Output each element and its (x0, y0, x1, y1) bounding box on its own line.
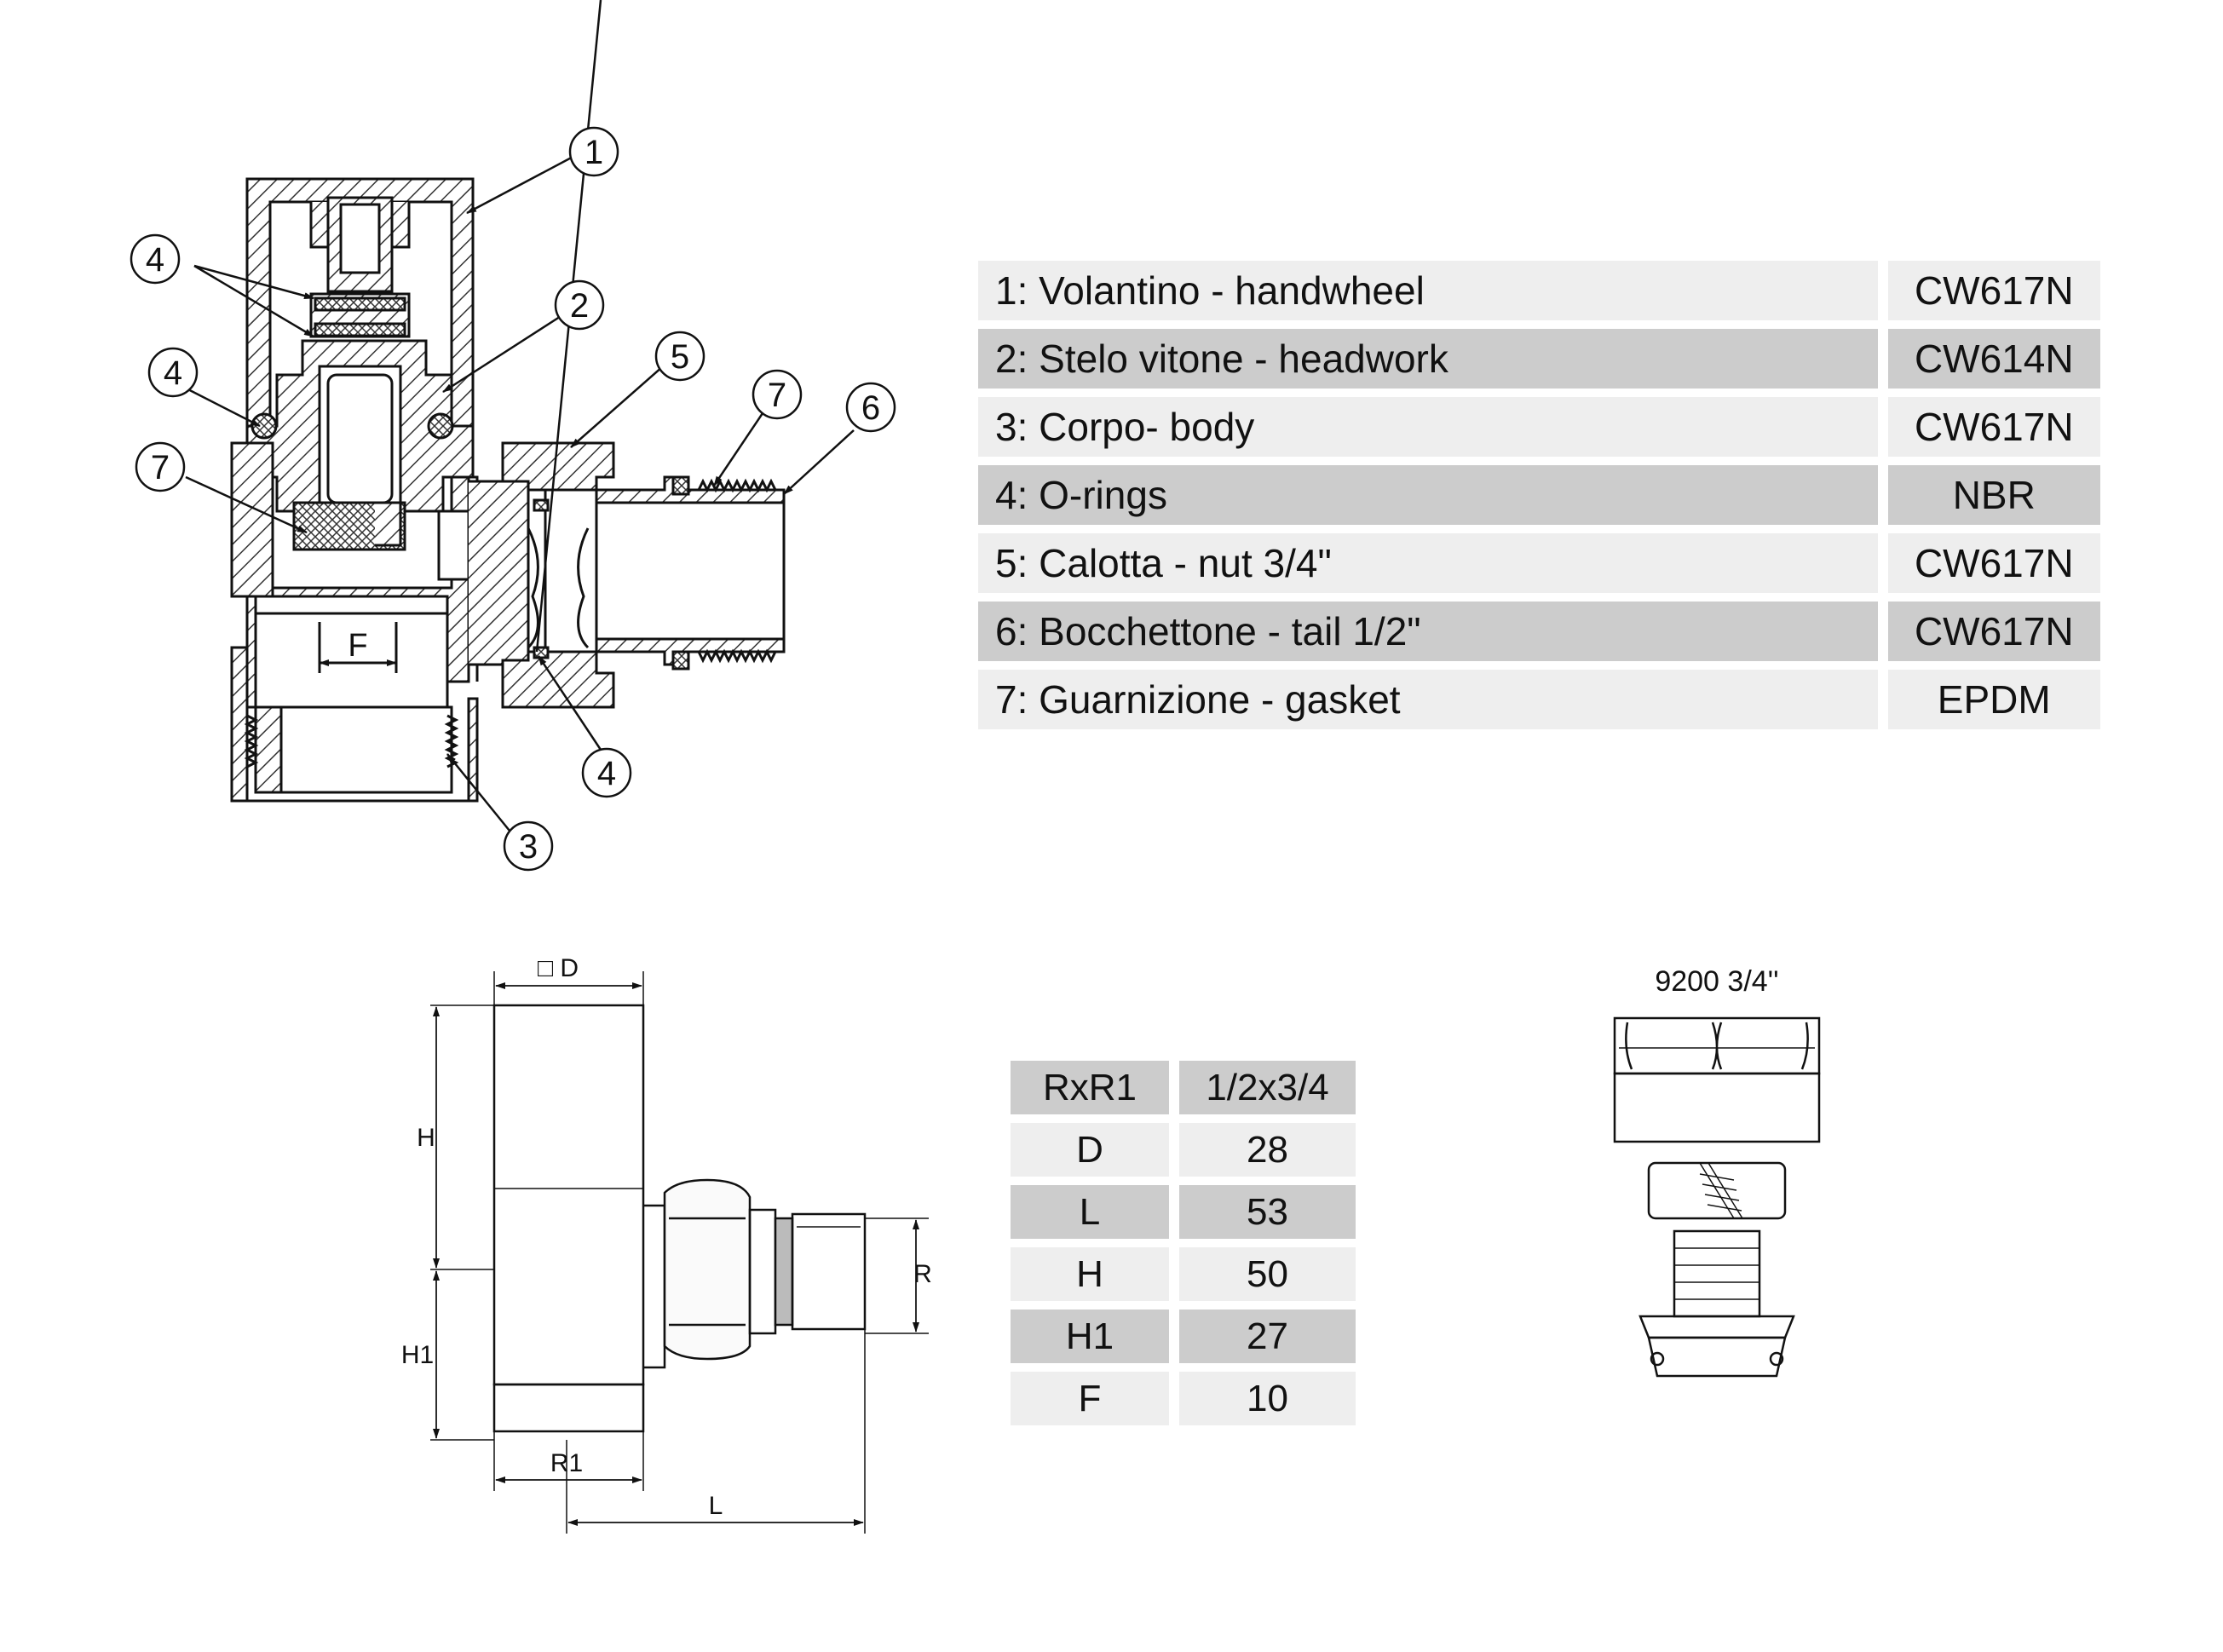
part-material: CW617N (1887, 533, 2100, 602)
tail-section (595, 475, 786, 671)
body-section (230, 441, 530, 803)
dimension-value: 27 (1179, 1310, 1356, 1372)
dim-r-label: R (913, 1260, 932, 1288)
dim-d-label: □ D (538, 954, 579, 982)
dimension-f-marker (318, 622, 398, 673)
dimension-key: RxR1 (1011, 1061, 1179, 1123)
parts-table: 1: Volantino - handwheel CW617N 2: Stelo… (978, 261, 2100, 738)
callout-circles (130, 126, 896, 872)
part-name: 6: Bocchettone - tail 1/2" (978, 602, 1888, 670)
part-material: CW617N (1887, 602, 2100, 670)
callout-7-left: 7 (151, 449, 170, 486)
dimension-row-h1: H1 27 (1011, 1310, 1356, 1372)
callout-6: 6 (861, 389, 880, 427)
dimension-key: H (1011, 1247, 1179, 1310)
dim-h1-label: H1 (401, 1341, 434, 1369)
part-name: 2: Stelo vitone - headwork (978, 329, 1888, 397)
callout-2: 2 (570, 287, 589, 325)
callout-4-bottom: 4 (597, 755, 616, 792)
dimension-value: 50 (1179, 1247, 1356, 1310)
valve-outline-view (430, 971, 929, 1534)
dim-r1-label: R1 (550, 1449, 583, 1477)
part-material: NBR (1887, 465, 2100, 533)
parts-row-7: 7: Guarnizione - gasket EPDM (978, 670, 2100, 738)
part-name: 1: Volantino - handwheel (978, 261, 1888, 329)
part-name: 3: Corpo- body (978, 397, 1888, 465)
part-name: 4: O-rings (978, 465, 1888, 533)
parts-row-2: 2: Stelo vitone - headwork CW614N (978, 329, 2100, 397)
headwork-section (245, 339, 475, 513)
valve-section-view (130, 0, 896, 872)
dimension-value: 1/2x3/4 (1179, 1061, 1356, 1123)
parts-row-1: 1: Volantino - handwheel CW617N (978, 261, 2100, 329)
part-material: CW614N (1887, 329, 2100, 397)
outline-dimension-labels: □ D H H1 R1 L R (401, 954, 932, 1520)
dimensions-table: RxR1 1/2x3/4 D 28 L 53 H 50 H1 27 F 10 (1011, 1061, 1356, 1434)
dimension-key: H1 (1011, 1310, 1179, 1372)
fitting-label: 9200 3/4'' (1655, 965, 1778, 998)
callout-5: 5 (671, 338, 689, 376)
part-material: CW617N (1887, 261, 2100, 329)
dim-l-label: L (709, 1492, 723, 1520)
parts-row-6: 6: Bocchettone - tail 1/2" CW617N (978, 602, 2100, 670)
dimension-row-f: F 10 (1011, 1372, 1356, 1434)
parts-row-4: 4: O-rings NBR (978, 465, 2100, 533)
dimension-row-h: H 50 (1011, 1247, 1356, 1310)
dimension-row-l: L 53 (1011, 1185, 1356, 1247)
nut-section (501, 441, 615, 709)
spindle-section (309, 196, 411, 338)
callout-1: 1 (585, 134, 603, 171)
dimension-value: 28 (1179, 1123, 1356, 1185)
callout-numbers: 1 4 2 5 4 7 6 7 4 3 F (146, 134, 880, 866)
dimensions-header-row: RxR1 1/2x3/4 (1011, 1061, 1356, 1123)
dimension-row-d: D 28 (1011, 1123, 1356, 1185)
parts-row-3: 3: Corpo- body CW617N (978, 397, 2100, 465)
callout-4-left: 4 (164, 354, 182, 392)
dim-h-label: H (417, 1124, 435, 1152)
callout-3: 3 (519, 828, 538, 866)
dimension-key: F (1011, 1372, 1179, 1434)
dimension-value: 10 (1179, 1372, 1356, 1434)
dim-f-label: F (348, 628, 367, 664)
fitting-9200-view (1613, 1016, 1821, 1378)
dimension-value: 53 (1179, 1185, 1356, 1247)
callout-7-right: 7 (768, 377, 786, 414)
part-name: 7: Guarnizione - gasket (978, 670, 1888, 738)
dimension-key: D (1011, 1123, 1179, 1185)
dimension-key: L (1011, 1185, 1179, 1247)
callout-4-top: 4 (146, 241, 164, 279)
part-material: EPDM (1887, 670, 2100, 738)
part-name: 5: Calotta - nut 3/4" (978, 533, 1888, 602)
parts-row-5: 5: Calotta - nut 3/4" CW617N (978, 533, 2100, 602)
part-material: CW617N (1887, 397, 2100, 465)
